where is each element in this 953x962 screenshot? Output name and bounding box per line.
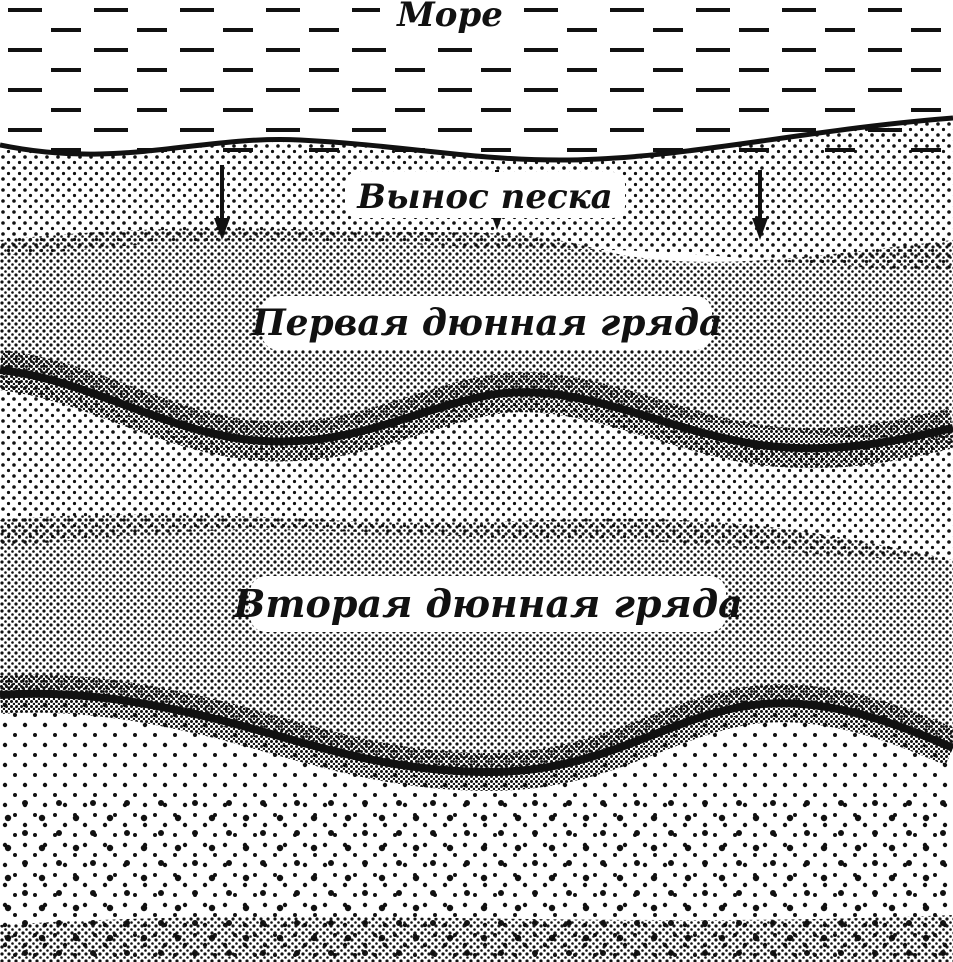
first-ridge-label: Первая дюнная гряда [251, 302, 723, 344]
sea-label: Море [396, 0, 503, 35]
sand-outflow-label: Вынос песка [356, 177, 612, 217]
second-ridge-label: Вторая дюнная гряда [232, 581, 743, 626]
